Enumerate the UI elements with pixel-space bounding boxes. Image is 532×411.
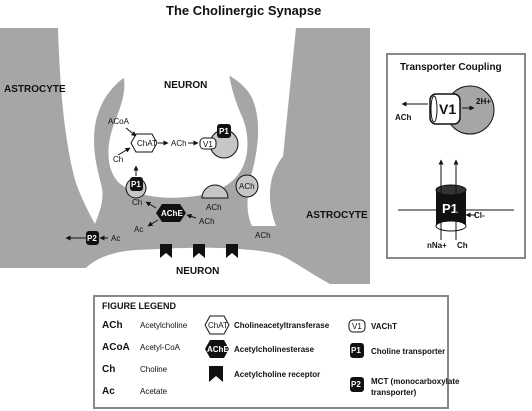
p2-transporter: P2 xyxy=(86,231,99,245)
legend-enzyme-desc: Cholineacetyltransferase xyxy=(234,321,330,330)
legend-abbr-desc: Choline xyxy=(140,365,168,374)
ach-under-vesicle-label: ACh xyxy=(206,203,222,212)
coupling-title: Transporter Coupling xyxy=(400,62,502,73)
astrocyte-right-label: ASTROCYTE xyxy=(306,210,368,221)
astrocyte-right-shape xyxy=(270,28,370,284)
ch-to-chat-arrow xyxy=(117,147,131,156)
ch-top-label: Ch xyxy=(113,155,123,164)
legend-abbr-symbol: Ac xyxy=(102,386,115,397)
ach-after-chat-label: ACh xyxy=(171,139,187,148)
chat-label: ChAT xyxy=(137,139,157,148)
legend-p1-icon-label: P1 xyxy=(351,346,361,355)
transporter-coupling-panel: Transporter Coupling V1 ACh 2H+ P1 Cl- n… xyxy=(386,53,526,259)
acoa-arrow xyxy=(125,127,137,137)
legend-receptor-icon xyxy=(209,366,223,382)
legend-transporter-desc: MCT (monocarboxylate xyxy=(371,377,460,386)
legend-chat-icon xyxy=(204,315,230,335)
ach-near-ache-label: ACh xyxy=(199,217,215,226)
legend-abbr-desc: Acetyl-CoA xyxy=(140,343,181,352)
p1-transporter-terminal: P1 xyxy=(130,177,143,191)
legend-v1-icon-label: V1 xyxy=(352,322,362,331)
diagram-title: The Cholinergic Synapse xyxy=(166,3,321,18)
legend-p2-icon xyxy=(350,377,364,392)
legend-abbr-symbol: Ch xyxy=(102,364,115,375)
legend-title: FIGURE LEGEND xyxy=(102,301,177,311)
legend-p1-icon xyxy=(350,343,364,358)
neuron-top-cutout xyxy=(108,28,248,198)
legend-enzyme-desc: Acetylcholine receptor xyxy=(234,370,320,379)
p1-transporter-vesicle: P1 xyxy=(217,124,231,138)
legend-transporter-desc-cont: transporter) xyxy=(371,388,417,397)
legend-abbr-desc: Acetate xyxy=(140,387,168,396)
coupling-cl-label: Cl- xyxy=(474,211,485,220)
astrocyte-left-label: ASTROCYTE xyxy=(4,84,66,95)
coupling-h-label: 2H+ xyxy=(476,97,491,106)
ch-p1-label: Ch xyxy=(132,198,142,207)
legend-border xyxy=(93,295,449,409)
coupling-ch-label: Ch xyxy=(457,241,468,250)
neuron-bottom-label: NEURON xyxy=(176,266,219,277)
ach-receptor-3 xyxy=(226,244,238,258)
legend-transporter-desc: VAChT xyxy=(371,322,397,331)
ache-to-ch-arrow xyxy=(145,201,157,209)
ache-label: AChE xyxy=(161,209,183,218)
legend-enzyme-desc: Acetylcholinesterase xyxy=(234,345,315,354)
ach-receptor-1 xyxy=(160,244,172,258)
ac-p2-label: Ac xyxy=(111,234,120,243)
legend-ache-icon xyxy=(205,340,229,358)
tissue-shapes xyxy=(0,28,370,284)
ach-receptors xyxy=(160,244,238,258)
coupling-p1-label: P1 xyxy=(442,201,458,216)
acoa-label: ACoA xyxy=(108,117,130,126)
ac-ache-label: Ac xyxy=(134,225,143,234)
legend-abbr-symbol: ACoA xyxy=(102,342,130,353)
neuron-bottom-cutout xyxy=(88,247,300,284)
ach-receptor-2 xyxy=(193,244,205,258)
legend-chat-icon-label: ChAT xyxy=(208,321,228,330)
legend-transporter-desc: Choline transporter xyxy=(371,347,445,356)
vesicle-release xyxy=(201,184,229,199)
v1-transporter: V1 xyxy=(199,137,217,150)
legend-abbr-symbol: ACh xyxy=(102,320,123,331)
coupling-ach-label: ACh xyxy=(395,113,412,122)
legend-ache-icon-label: AChE xyxy=(207,345,229,354)
coupling-v1-transporter: V1 xyxy=(429,93,461,125)
coupling-v1-label: V1 xyxy=(439,101,456,117)
coupling-panel-border xyxy=(386,53,526,259)
ach-cleft-label: ACh xyxy=(255,231,271,240)
v1-label: V1 xyxy=(203,140,213,149)
p2-label: P2 xyxy=(87,234,97,243)
p1-vesicle-label: P1 xyxy=(219,127,229,136)
figure-legend: FIGURE LEGEND ACh Acetylcholine ACoA Ace… xyxy=(93,295,460,409)
legend-p2-icon-label: P2 xyxy=(351,380,361,389)
legend-v1-icon xyxy=(348,319,366,333)
legend-abbr-desc: Acetylcholine xyxy=(140,321,188,330)
neuron-top-label: NEURON xyxy=(164,80,207,91)
ache-to-ac-arrow xyxy=(147,219,159,227)
chat-enzyme: ChAT xyxy=(130,133,158,153)
astrocyte-left-shape xyxy=(0,28,96,226)
coupling-na-label: nNa+ xyxy=(427,241,447,250)
p1-terminal-label: P1 xyxy=(131,180,141,189)
ach-vesicle-label: ACh xyxy=(239,182,255,191)
vesicle-ach xyxy=(235,174,259,198)
ach-to-ache-arrow xyxy=(186,214,197,219)
ache-enzyme: AChE xyxy=(156,204,186,222)
